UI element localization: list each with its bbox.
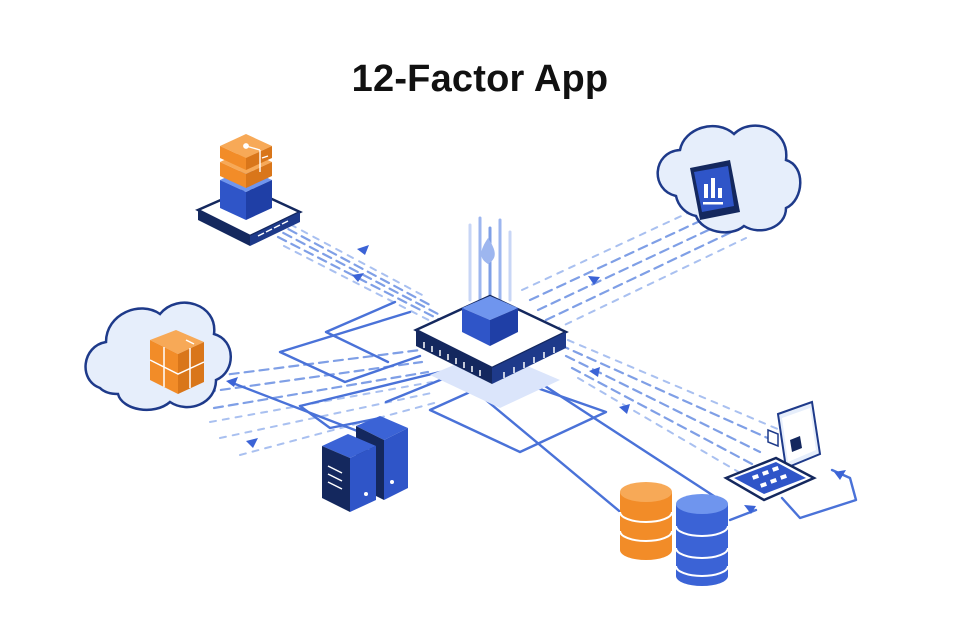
stacked-build-blocks-icon [195,134,303,246]
cloud-package-icon [84,301,232,411]
server-rack-node [322,416,408,512]
central-processor-chip-icon [413,238,569,408]
core-chip-node [413,238,569,408]
connection-lines [198,197,858,522]
backing-cloud-node [84,301,232,411]
databases-node [619,482,729,586]
server-rack-icon [322,416,408,512]
build-stack-node [195,134,303,246]
admin-console-icon [723,400,822,502]
monitoring-cloud-node [656,124,802,234]
database-cylinders-icon [619,482,729,586]
admin-console-node [723,400,822,502]
cloud-dashboard-icon [656,124,802,234]
page-title: 12-Factor App [351,58,609,100]
